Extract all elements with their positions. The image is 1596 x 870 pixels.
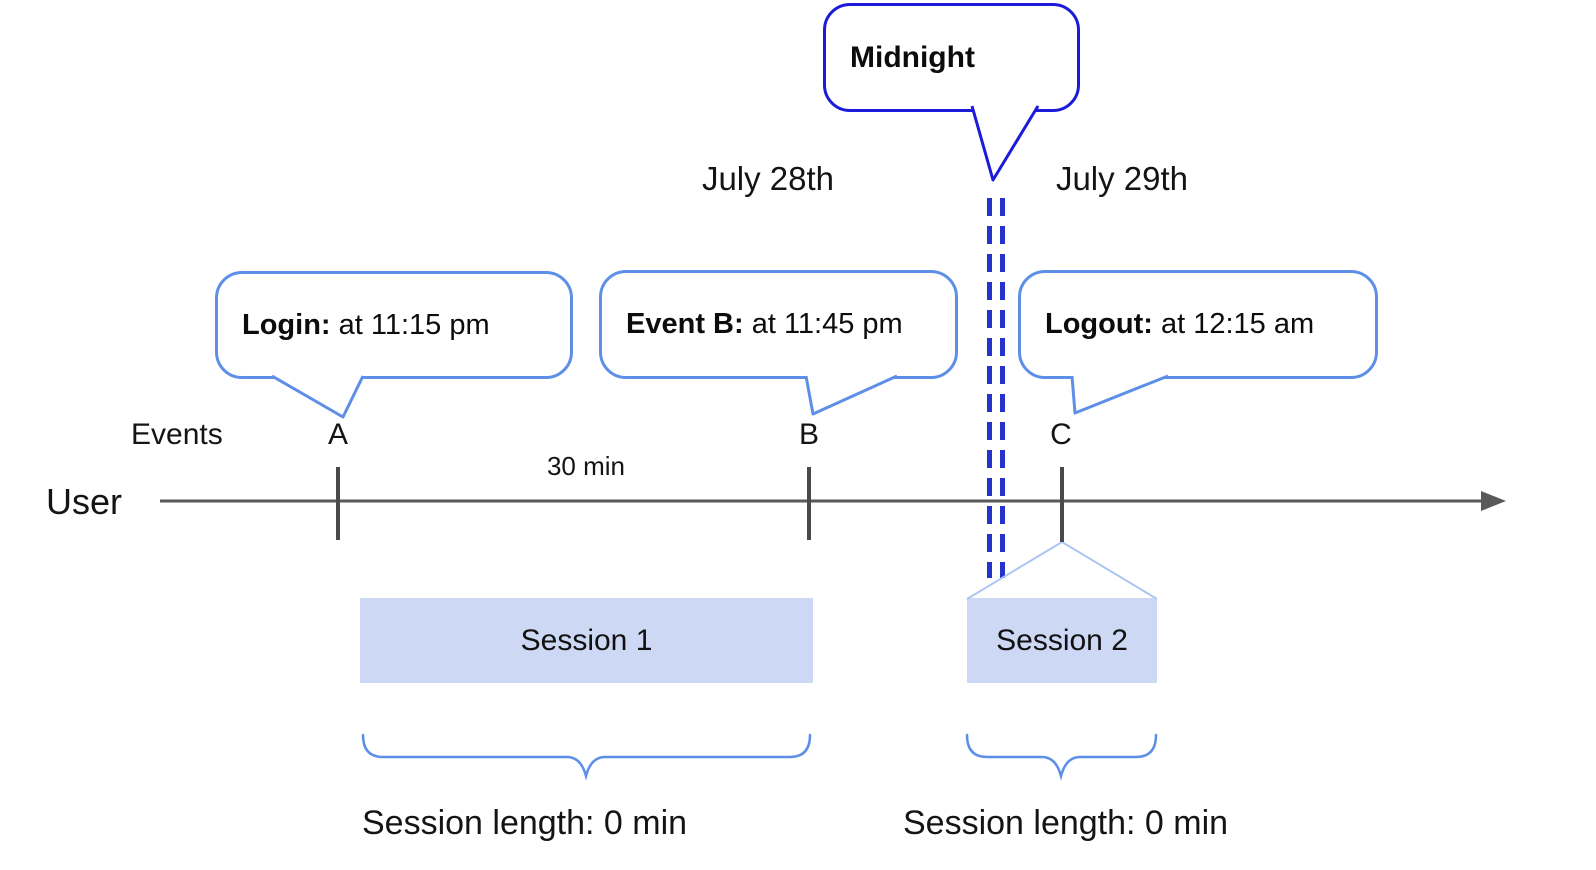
event-b-callout-text: Event B: at 11:45 pm [602,308,903,341]
event-b-callout-tail [804,374,898,416]
event-b-callout: Event B: at 11:45 pm [599,270,958,379]
event-marker-a: A [327,418,348,451]
event-marker-c: C [1050,418,1072,451]
logout-callout-time: at 12:15 am [1152,308,1315,340]
logout-callout-text: Logout: at 12:15 am [1021,308,1314,341]
user-axis-label: User [46,481,123,522]
session-2-box: Session 2 [967,598,1157,683]
session-2-projection-line-right [1061,541,1158,600]
login-callout: Login: at 11:15 pm [215,271,573,379]
session-2-length-label: Session length: 0 min [903,804,1229,842]
session-1-length-label: Session length: 0 min [362,804,688,842]
logout-callout: Logout: at 12:15 am [1018,270,1378,379]
session-1-box: Session 1 [360,598,813,683]
session-2-projection-line-left [966,541,1063,600]
logout-callout-tail [1070,374,1169,415]
logout-callout-title: Logout: [1045,308,1153,340]
event-b-callout-title: Event B: [626,308,744,340]
midnight-label: Midnight [850,40,975,74]
session-1-brace [361,733,812,781]
date-label-july-28: July 28th [701,160,835,197]
events-row-label: Events [131,418,223,451]
session-2-brace [965,733,1158,781]
midnight-callout: Midnight [823,3,1080,112]
date-label-july-29: July 29th [1055,160,1189,197]
event-b-callout-time: at 11:45 pm [743,308,903,340]
login-callout-tail [271,374,365,419]
session-2-label: Session 2 [996,623,1128,657]
login-callout-title: Login: [242,308,331,341]
login-callout-text: Login: at 11:15 pm [218,309,490,342]
event-marker-b: B [798,418,819,451]
timeline-arrowhead-icon [1481,491,1506,511]
login-callout-time: at 11:15 pm [330,308,490,341]
session-1-label: Session 1 [520,623,653,657]
interval-label-30min: 30 min [546,451,626,481]
